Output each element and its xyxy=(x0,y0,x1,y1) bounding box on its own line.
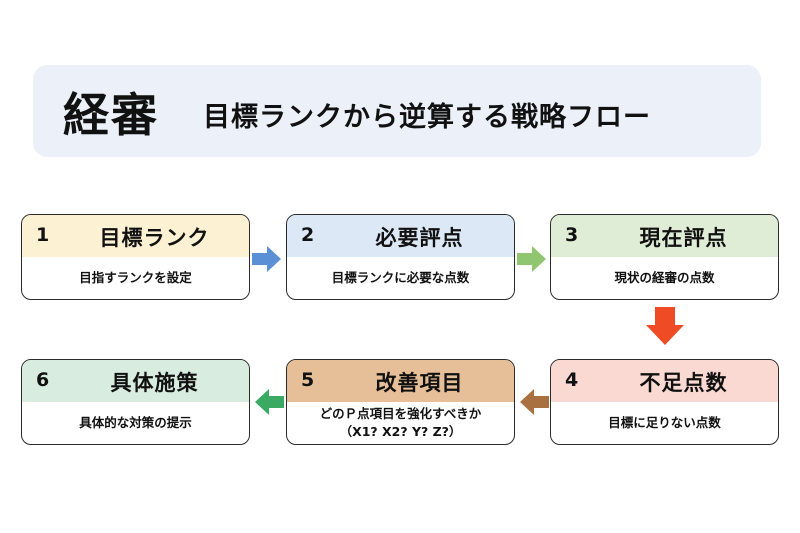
step-1-header: 1 目標ランク xyxy=(22,215,249,257)
step-1-number: 1 xyxy=(36,224,50,246)
step-4-desc-text: 目標に足りない点数 xyxy=(608,415,721,430)
step-1-description: 目指すランクを設定 xyxy=(28,257,243,299)
arrow-right-2-to-3 xyxy=(517,246,546,272)
arrow-right-1-to-2 xyxy=(252,246,281,272)
step-3-number: 3 xyxy=(565,224,579,246)
step-2-header: 2 必要評点 xyxy=(287,215,514,257)
step-2-card: 2 必要評点 目標ランクに必要な点数 xyxy=(286,214,515,300)
step-5-number: 5 xyxy=(301,369,315,391)
step-5-description: どのＰ点項目を強化すべきか （X1? X2? Y? Z?） xyxy=(293,402,508,444)
title-subtitle: 目標ランクから逆算する戦略フロー xyxy=(203,102,651,133)
step-3-description: 現状の経審の点数 xyxy=(557,257,772,299)
step-3-desc-text: 現状の経審の点数 xyxy=(614,270,715,285)
step-6-header: 6 具体施策 xyxy=(22,360,249,402)
step-5-card: 5 改善項目 どのＰ点項目を強化すべきか （X1? X2? Y? Z?） xyxy=(286,359,515,445)
step-3-header: 3 現在評点 xyxy=(551,215,778,257)
step-3-card: 3 現在評点 現状の経審の点数 xyxy=(550,214,779,300)
step-4-title: 不足点数 xyxy=(639,371,728,395)
step-4-description: 目標に足りない点数 xyxy=(557,402,772,444)
step-5-desc-text: どのＰ点項目を強化すべきか xyxy=(319,406,482,421)
step-5-desc-text-2: （X1? X2? Y? Z?） xyxy=(339,424,462,439)
step-2-desc-text: 目標ランクに必要な点数 xyxy=(331,270,470,285)
step-5-title: 改善項目 xyxy=(375,371,464,395)
step-3-title: 現在評点 xyxy=(639,226,728,250)
step-1-card: 1 目標ランク 目指すランクを設定 xyxy=(21,214,250,300)
step-6-desc-text: 具体的な対策の提示 xyxy=(79,415,192,430)
step-2-description: 目標ランクに必要な点数 xyxy=(293,257,508,299)
step-6-title: 具体施策 xyxy=(110,371,199,395)
step-2-title: 必要評点 xyxy=(375,226,464,250)
step-4-card: 4 不足点数 目標に足りない点数 xyxy=(550,359,779,445)
step-2-number: 2 xyxy=(301,224,315,246)
step-5-header: 5 改善項目 xyxy=(287,360,514,402)
step-1-desc-text: 目指すランクを設定 xyxy=(79,270,192,285)
step-4-number: 4 xyxy=(565,369,579,391)
arrow-down-3-to-4 xyxy=(646,307,684,345)
step-6-number: 6 xyxy=(36,369,50,391)
step-1-title: 目標ランク xyxy=(99,226,210,250)
arrow-left-4-to-5 xyxy=(520,389,549,415)
step-6-description: 具体的な対策の提示 xyxy=(28,402,243,444)
step-6-card: 6 具体施策 具体的な対策の提示 xyxy=(21,359,250,445)
step-4-header: 4 不足点数 xyxy=(551,360,778,402)
title-banner: 経審 目標ランクから逆算する戦略フロー xyxy=(33,65,761,157)
arrow-left-5-to-6 xyxy=(255,389,284,415)
title-main: 経審 xyxy=(63,88,159,142)
